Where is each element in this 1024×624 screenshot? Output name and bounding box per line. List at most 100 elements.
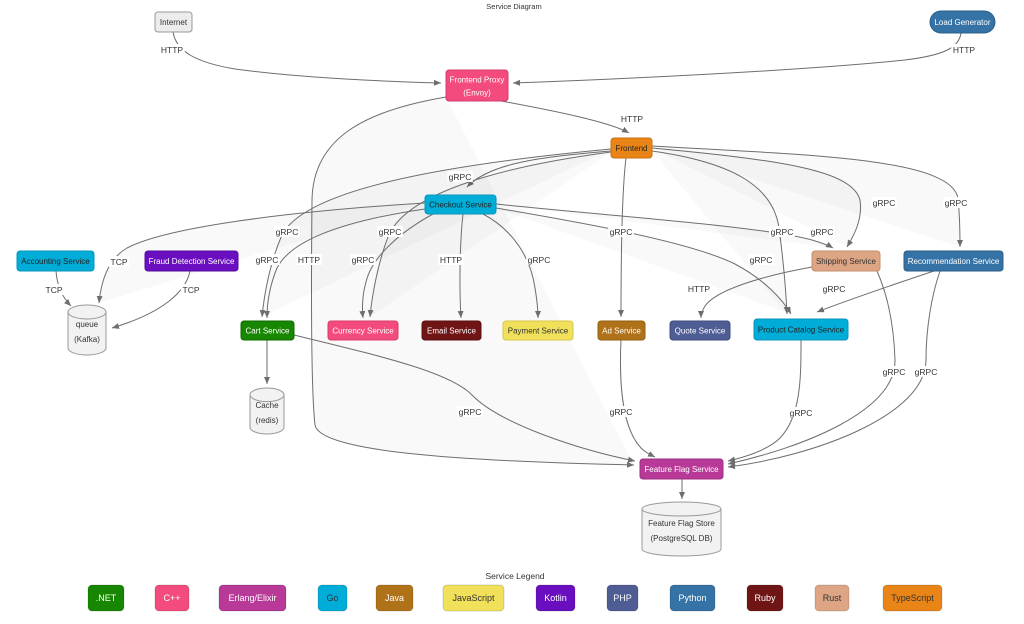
edge-frontend-to-shipping	[651, 147, 862, 248]
node-label-load-generator: Load Generator	[934, 18, 990, 27]
edge-label-bg-productcatalog-to-featureflag	[788, 407, 814, 418]
node-label-product-catalog-service: Product Catalog Service	[758, 326, 845, 335]
node-cache-redis: Cache (redis)	[249, 387, 285, 435]
node-box-payment-service	[502, 320, 574, 341]
node-payment-service: Payment Service	[502, 320, 574, 341]
edge-checkout-to-payment	[482, 213, 541, 319]
edge-fraud-to-queue	[111, 270, 191, 329]
edge-frontendproxy-to-featureflag	[310, 96, 635, 468]
edge-frontend-to-productcatalog	[651, 150, 790, 315]
edge-frontendproxy-to-frontend	[500, 100, 630, 134]
edge-label-bg-cart-to-featureflag	[457, 406, 483, 417]
legend-label-javascript: JavaScript	[452, 593, 495, 603]
legend-swatch-javascript	[442, 584, 505, 612]
node-box-quote-service	[669, 320, 731, 341]
db-cylinder-body	[641, 501, 722, 557]
node-label-checkout-service: Checkout Service	[429, 201, 492, 210]
node-box-shipping-service	[811, 250, 881, 272]
edge-label-bg-shipping-to-quote	[686, 283, 712, 294]
node-load-generator: Load Generator	[929, 10, 996, 34]
legend-item-go: Go	[317, 584, 348, 612]
node-feature-flag-service: Feature Flag Service	[639, 458, 724, 480]
node-label-quote-service: Quote Service	[675, 327, 726, 336]
edge-label-internet-to-frontendproxy: HTTP	[161, 45, 184, 55]
node-label-queue-kafka-line0: queue	[76, 320, 99, 329]
edge-checkout-to-currency	[359, 213, 434, 319]
legend-swatch-erlang-elixir	[218, 584, 287, 612]
legend-swatch-typescript	[882, 584, 943, 612]
edges-layer	[55, 31, 963, 499]
node-product-catalog-service: Product Catalog Service	[753, 318, 849, 341]
node-label-feature-flag-service: Feature Flag Service	[644, 465, 719, 474]
edge-label-frontend-to-cart: gRPC	[276, 227, 299, 237]
node-box-checkout-service	[424, 194, 497, 215]
edge-label-accounting-to-queue: TCP	[46, 285, 63, 295]
node-label-internet: Internet	[160, 18, 188, 27]
node-label-frontend-proxy-line0: Frontend Proxy	[450, 76, 505, 85]
node-label-email-service: Email Service	[427, 327, 476, 336]
node-fraud-detection-service: Fraud Detection Service	[144, 250, 239, 272]
edge-label-bg-frontend-to-recommendation	[943, 197, 969, 208]
node-label-cache-redis-line0: Cache	[255, 401, 279, 410]
node-box-ad-service	[597, 320, 646, 341]
edge-label-bg-checkout-to-cart	[254, 254, 280, 265]
db-cylinder-body	[249, 387, 285, 435]
edge-label-bg-ad-to-featureflag	[608, 406, 634, 417]
legend-item-dotnet: .NET	[87, 584, 125, 612]
edge-label-recommendation-to-productcatalog: gRPC	[823, 284, 846, 294]
edge-label-bg-checkout-to-shipping	[809, 226, 835, 237]
edge-shipping-to-quote	[698, 266, 813, 319]
edge-label-bg-checkout-to-email	[438, 254, 464, 265]
legend-swatch-cpp	[154, 584, 190, 612]
edge-label-frontendproxy-to-featureflag: HTTP	[298, 255, 321, 265]
node-feature-flag-store: Feature Flag Store (PostgreSQL DB)	[641, 501, 722, 557]
legend-swatch-python	[669, 584, 716, 612]
edge-label-checkout-to-payment: gRPC	[528, 255, 551, 265]
edge-label-shipping-to-quote: HTTP	[688, 284, 711, 294]
node-box-cart-service	[240, 320, 295, 341]
legend-item-rust: Rust	[814, 584, 850, 612]
edge-label-bg-checkout-to-productcatalog	[748, 254, 774, 265]
legend-swatch-rust	[814, 584, 850, 612]
legend-label-typescript: TypeScript	[891, 593, 934, 603]
edge-label-frontend-to-ad: gRPC	[610, 227, 633, 237]
edge-recommendation-to-productcatalog	[816, 270, 935, 313]
edge-label-bg-recommendation-to-featureflag	[913, 366, 939, 377]
node-label-cache-redis-line1: (redis)	[256, 416, 279, 425]
legend-item-cpp: C++	[154, 584, 190, 612]
node-label-accounting-service: Accounting Service	[21, 257, 90, 266]
edge-label-bg-recommendation-to-productcatalog	[821, 283, 847, 294]
node-email-service: Email Service	[421, 320, 482, 341]
node-box-product-catalog-service	[753, 318, 849, 341]
node-box-frontend	[610, 137, 653, 159]
node-label-currency-service: Currency Service	[332, 327, 394, 336]
node-frontend-proxy: Frontend Proxy(Envoy)	[445, 69, 509, 102]
legend-label-php: PHP	[613, 593, 632, 603]
legend-title: Service Legend	[485, 571, 544, 581]
edge-label-checkout-to-queue: TCP	[111, 257, 128, 267]
node-label-cart-service: Cart Service	[245, 327, 290, 336]
edge-shipping-to-featureflag	[727, 270, 896, 466]
node-label-feature-flag-store-line1: (PostgreSQL DB)	[651, 534, 713, 543]
node-box-accounting-service	[16, 250, 95, 272]
edge-label-checkout-to-cart: gRPC	[256, 255, 279, 265]
node-label-feature-flag-store-line0: Feature Flag Store	[648, 519, 715, 528]
edge-label-bg-accounting-to-queue	[43, 284, 65, 295]
node-box-frontend-proxy	[445, 69, 509, 102]
legend-item-typescript: TypeScript	[882, 584, 943, 612]
node-box-fraud-detection-service	[144, 250, 239, 272]
edge-label-checkout-to-shipping: gRPC	[811, 227, 834, 237]
legend-swatch-dotnet	[87, 584, 125, 612]
edge-frontend-to-recommendation	[651, 145, 963, 248]
edge-frontend-to-cart	[259, 148, 612, 318]
node-accounting-service: Accounting Service	[16, 250, 95, 272]
edge-label-bg-frontend-to-currency	[377, 226, 403, 237]
node-label-queue-kafka-line1: (Kafka)	[74, 335, 100, 344]
edge-loadgenerator-to-frontendproxy	[512, 32, 962, 86]
legend-swatch-go	[317, 584, 348, 612]
edge-label-bg-frontend-to-checkout	[447, 171, 473, 182]
legend-swatch-php	[606, 584, 639, 612]
